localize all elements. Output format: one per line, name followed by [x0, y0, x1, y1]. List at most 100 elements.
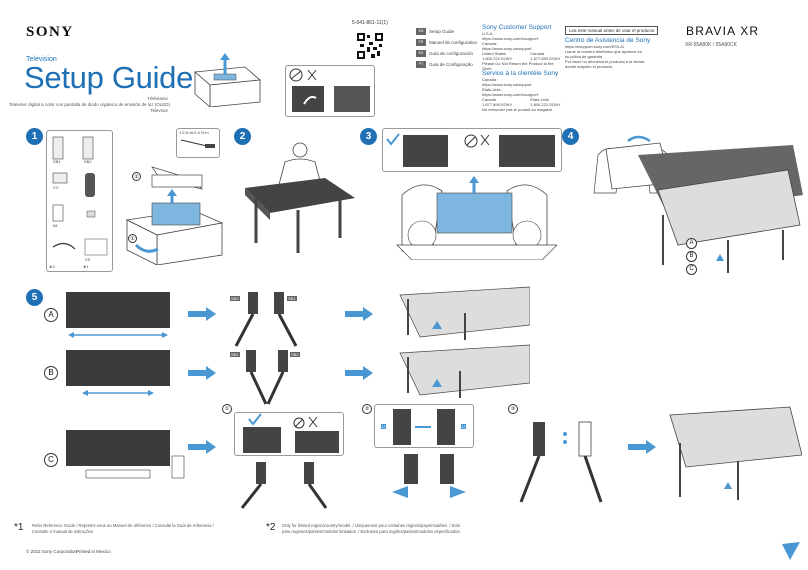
arrow-right-icon — [188, 366, 216, 380]
read-manual-notice: Lea este manual antes de usar el product… — [565, 26, 659, 35]
arrow-right-icon — [188, 307, 216, 321]
table-illustration — [245, 142, 355, 253]
option-b-marker: B — [686, 251, 697, 262]
support-es: Centro de Asistencia de Sony https://esu… — [565, 37, 675, 69]
footnote-2: Only for limited region/country/model. /… — [282, 523, 522, 534]
arrow-right-icon — [345, 307, 373, 321]
support-link[interactable]: https://www.sony.com/tvsupport — [482, 92, 538, 97]
page-corner-icon — [782, 542, 800, 560]
support-link[interactable]: https://www.sony.ca/support — [482, 46, 532, 51]
model-number: XR-55A80K / 55A80CK — [685, 42, 737, 48]
support-fr-heading: Service à la clientèle Sony — [482, 70, 559, 77]
support-line: U.S.A.: — [482, 31, 495, 36]
support-link[interactable]: https://www.sony.com/tvsupport — [482, 36, 538, 41]
part-label: CC — [53, 185, 59, 190]
support-line: Canada : — [482, 77, 499, 82]
support-link[interactable]: https://www.sony.ca/support — [482, 82, 532, 87]
step-3-marker: 3 — [360, 128, 377, 145]
language-label: Guía de configuración — [429, 51, 474, 56]
box-open-illustration — [194, 53, 261, 107]
parts-panel: SB1 SB2 CC IM VS ★2 ★1 — [46, 130, 113, 272]
tv-front-narrow-illustration — [66, 350, 170, 396]
support-line: Llame al número telefónico que aparece e… — [565, 49, 642, 54]
footnote-line: Refer Reference Guide / Reportez-vous au… — [32, 523, 214, 528]
support-line: Por favor no devuelva el producto a la t… — [565, 59, 645, 64]
part-label: SB1 — [53, 159, 61, 164]
support-en-heading: Sony Customer Support — [482, 24, 552, 31]
support-line: Canada: — [482, 41, 498, 46]
support-fr: Service à la clientèle Sony Canada : htt… — [482, 70, 562, 112]
product-brand: BRAVIA XR — [686, 24, 760, 38]
stand-sb1-sb2-illustration — [234, 292, 298, 347]
support-en: Sony Customer Support U.S.A.: https://ww… — [482, 24, 562, 71]
handling-warning-illustration — [386, 133, 555, 167]
option-a-marker: A — [44, 308, 58, 322]
stand-sb1-sb2-illustration — [246, 350, 288, 405]
support-line: su póliza de garantía — [565, 54, 603, 59]
prohibited-icon-group — [289, 68, 370, 112]
attach-bracket-c-illustration — [519, 421, 603, 503]
support-phone: 1.800.222.SONY — [482, 56, 513, 61]
step-4-marker: 4 — [562, 128, 579, 145]
printed-in-text: Printed in Mexico — [76, 549, 111, 554]
part-label: SB1 — [230, 352, 240, 357]
step-1-marker: 1 — [26, 128, 43, 145]
support-note: Please Do Not Return the Product to the … — [482, 61, 554, 71]
category-label: Television — [26, 56, 57, 63]
warning-panel-top — [285, 65, 375, 117]
unbox-illustration — [125, 166, 224, 265]
desc-line-2: Televisor digital a color con pantalla d… — [9, 102, 170, 107]
support-line: donde adquirió el producto. — [565, 64, 614, 69]
parts-illustration — [52, 136, 108, 256]
support-link[interactable]: https://esupport.sony.com/ES/LA/ — [565, 44, 625, 49]
footnote-mark-2: *2 — [266, 522, 276, 533]
footnote-line: Consulte o manual de instruções — [32, 528, 93, 534]
footnote-line: Only for limited region/country/model. /… — [282, 523, 461, 528]
part-label: SB2 — [84, 159, 92, 164]
orientation-check-illustration — [243, 413, 339, 453]
language-tag: FR — [416, 39, 426, 46]
footnote-1: Refer Reference Guide / Reportez-vous au… — [32, 523, 262, 534]
support-label: United States — [482, 51, 507, 56]
language-row: ES Guía de configuración — [416, 49, 477, 58]
language-row: PT Guia de Configuração — [416, 60, 477, 69]
substep-1-marker: ① — [128, 234, 137, 243]
part-number: 5-041-861-11(1) — [352, 20, 388, 26]
support-label: États-Unis — [530, 97, 549, 102]
support-phone: 1.877.899.SONY — [530, 56, 561, 61]
torque-spec: 1.5 N·m/1.5 N·m — [179, 130, 209, 135]
part-label: VS — [85, 257, 91, 262]
lift-panel-illustration — [396, 176, 557, 260]
final-stand-illustration — [669, 406, 802, 500]
language-tag: ES — [416, 50, 426, 57]
support-line: États-Unis : — [482, 87, 503, 92]
substep-2-marker: ② — [132, 172, 141, 181]
copyright-text: © 2022 Sony Corporation — [26, 549, 77, 554]
step-5-marker: 5 — [26, 289, 43, 306]
part-label: SB2 — [290, 352, 300, 357]
arrow-right-icon — [628, 440, 656, 454]
insert-soundbar-illustration — [392, 454, 466, 498]
substep-2-marker: ② — [362, 404, 372, 414]
attach-stand-b-illustration — [399, 344, 530, 398]
screwdriver-panel: 1.5 N·m/1.5 N·m — [176, 128, 220, 158]
warning-panel-step3 — [382, 128, 562, 172]
language-tag: PT — [416, 61, 426, 68]
part-label: SB2 — [230, 296, 240, 301]
language-label: Guia de Configuração — [429, 62, 473, 67]
screwdriver-icon — [180, 139, 215, 148]
part-label: SB1 — [287, 296, 297, 301]
option-c-marker: C — [44, 453, 58, 467]
u-label: U — [381, 424, 386, 429]
place-tv-illustration — [593, 135, 803, 273]
asterisk-2-note: ★2 — [49, 264, 55, 269]
qr-code-icon[interactable] — [357, 33, 383, 59]
sony-logo: SONY — [26, 24, 74, 40]
page-title: Setup Guide — [24, 60, 194, 95]
support-label: Canada — [530, 51, 545, 56]
support-phone: 1.800.222.SONY — [530, 102, 561, 107]
arrow-right-icon — [345, 366, 373, 380]
language-label: Manuel de configuration — [429, 40, 478, 45]
support-es-heading: Centro de Asistencia de Sony — [565, 37, 651, 44]
substep-1-marker: ① — [222, 404, 232, 414]
